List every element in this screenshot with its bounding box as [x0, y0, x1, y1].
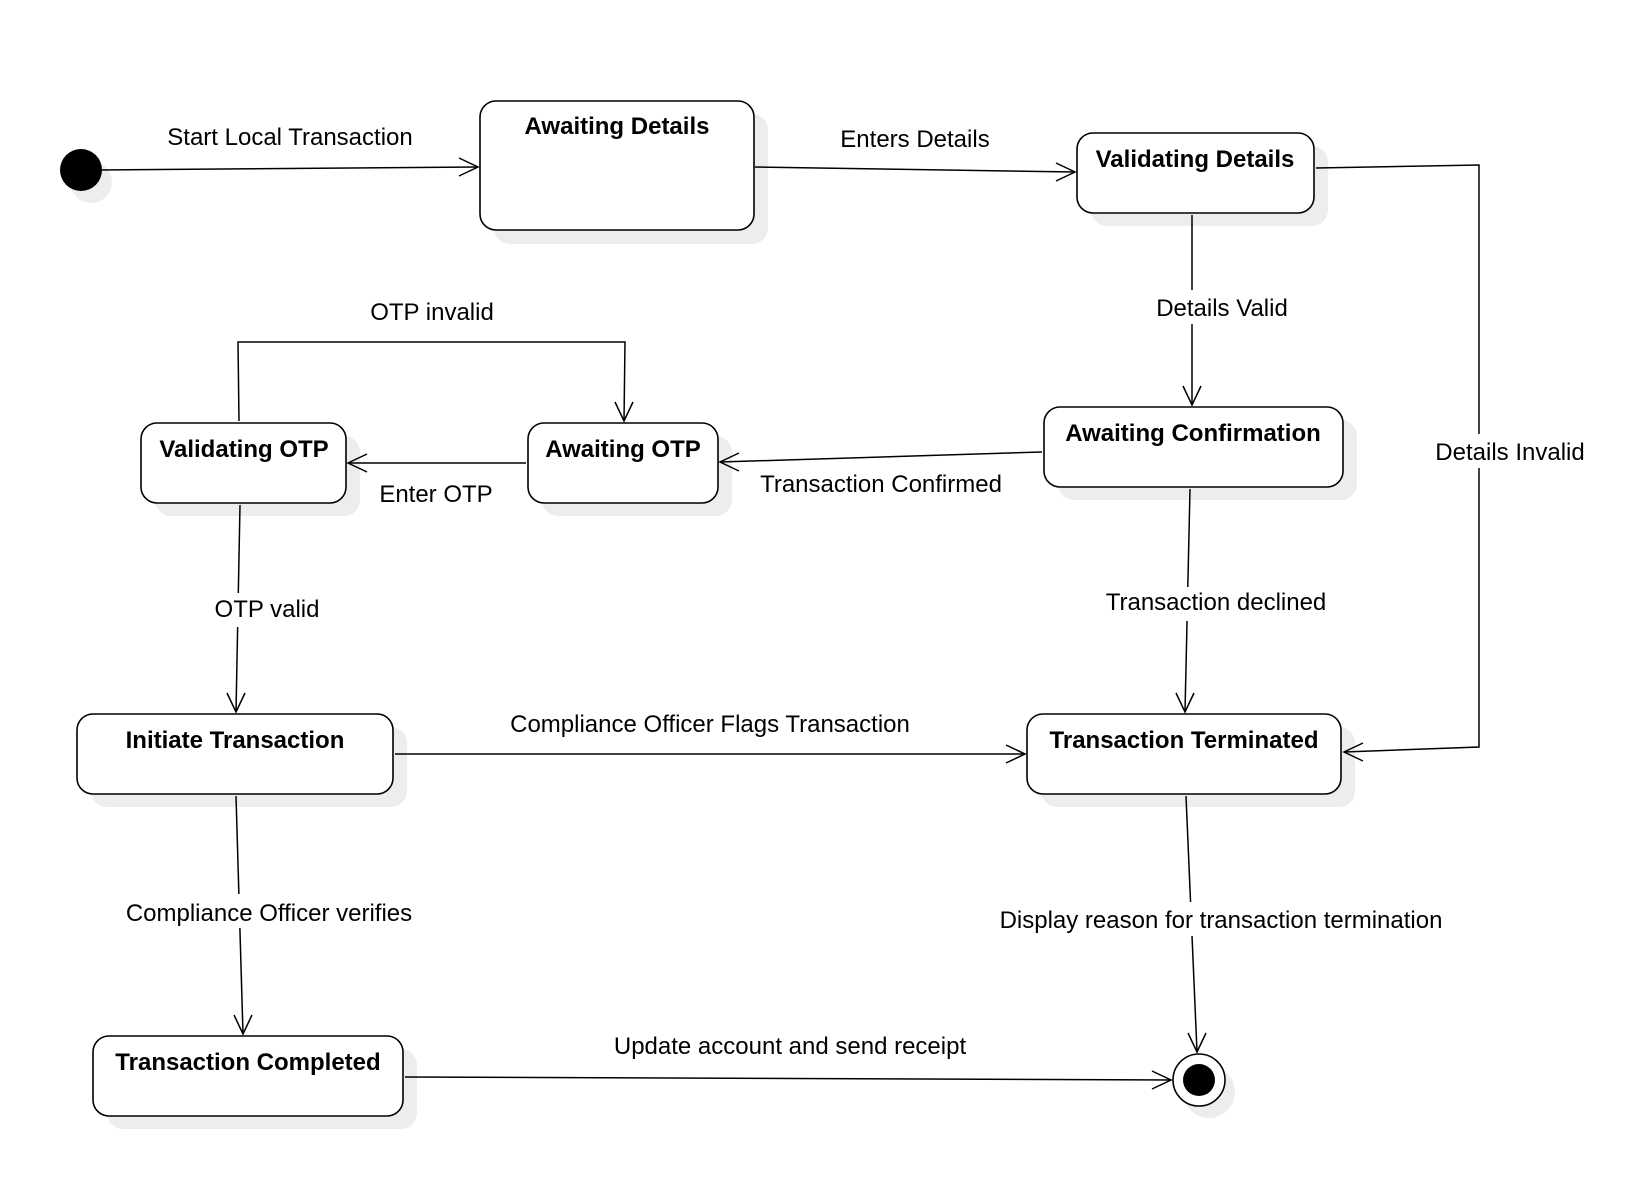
transition-compliance-officer-verifies: Compliance Officer verifies [110, 795, 428, 1036]
transition-compliance-officer-flags: Compliance Officer Flags Transaction [395, 711, 1027, 764]
transition-display-reason: Display reason for transaction terminati… [975, 795, 1467, 1054]
state-label: Awaiting Details [525, 113, 710, 140]
state-transaction-completed: Transaction Completed [92, 1035, 417, 1129]
transition-transaction-confirmed: Transaction Confirmed [718, 451, 1043, 498]
initial-node [60, 149, 112, 203]
transition-details-valid: Details Valid [1148, 215, 1298, 407]
state-transaction-terminated: Transaction Terminated [1026, 713, 1355, 807]
state-label: Validating OTP [159, 436, 328, 463]
state-awaiting-confirmation: Awaiting Confirmation [1043, 406, 1357, 500]
state-awaiting-details: Awaiting Details [479, 100, 768, 244]
transition-transaction-declined: Transaction declined [1090, 488, 1344, 714]
state-label: Validating Details [1096, 146, 1295, 173]
state-validating-details: Validating Details [1076, 132, 1328, 226]
transition-label: Transaction declined [1106, 589, 1327, 616]
transition-enters-details: Enters Details [754, 126, 1077, 182]
state-awaiting-otp: Awaiting OTP [527, 422, 732, 516]
transition-start-local-transaction: Start Local Transaction [99, 124, 480, 177]
transition-label: Compliance Officer Flags Transaction [510, 711, 910, 738]
state-label: Awaiting Confirmation [1065, 420, 1321, 447]
transition-details-invalid: Details Invalid [1315, 164, 1595, 762]
transition-label: OTP invalid [370, 299, 494, 326]
state-label: Initiate Transaction [126, 727, 345, 754]
transition-otp-invalid: OTP invalid [237, 299, 634, 423]
transition-enter-otp: Enter OTP [346, 453, 526, 508]
state-validating-otp: Validating OTP [140, 422, 360, 516]
state-label: Transaction Completed [115, 1049, 380, 1076]
transition-label: OTP valid [215, 596, 320, 623]
final-node [1172, 1053, 1235, 1118]
transition-label: Display reason for transaction terminati… [1000, 907, 1443, 934]
transition-label: Enter OTP [379, 481, 492, 508]
state-initiate-transaction: Initiate Transaction [76, 713, 407, 807]
transition-label: Details Valid [1156, 295, 1288, 322]
transition-label: Compliance Officer verifies [126, 900, 412, 927]
transition-label: Start Local Transaction [167, 124, 412, 151]
state-label: Awaiting OTP [545, 436, 701, 463]
state-label: Transaction Terminated [1050, 727, 1319, 754]
transition-label: Details Invalid [1435, 439, 1584, 466]
transition-otp-valid: OTP valid [204, 504, 334, 714]
transition-update-account: Update account and send receipt [404, 1033, 1173, 1090]
transition-label: Transaction Confirmed [760, 471, 1002, 498]
transition-label: Update account and send receipt [614, 1033, 967, 1060]
transition-label: Enters Details [840, 126, 989, 153]
